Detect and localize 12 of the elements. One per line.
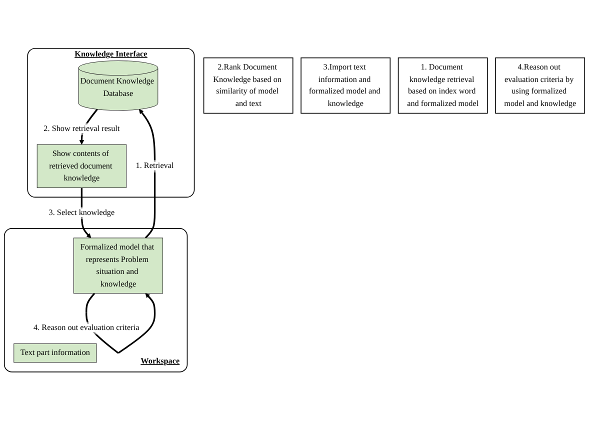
edge-label: 4. Reason out evaluation criteria	[34, 324, 140, 333]
node-box: Formalized model that represents Problem situation and knowledge	[73, 238, 164, 294]
node-box: 3.Import text information and formalized model and knowledge	[300, 58, 391, 114]
node-box: 1. Document knowledge retrieval based on index word and formalized model	[398, 58, 488, 114]
edge-label: 2. Show retrieval result	[44, 124, 120, 134]
edge-label: 1. Retrieval	[136, 162, 174, 171]
node-box: 4.Reason out evaluation criteria by using formalized model and knowledge	[495, 58, 586, 114]
node-box: Show contents of retrieved document knowledge	[36, 144, 127, 188]
node-box: Text part information	[14, 344, 97, 364]
arrow	[138, 109, 156, 239]
node-box: 2.Rank Document Knowledge based on similarity of model and text	[203, 58, 294, 114]
edge-label: 3. Select knowledge	[48, 208, 115, 218]
